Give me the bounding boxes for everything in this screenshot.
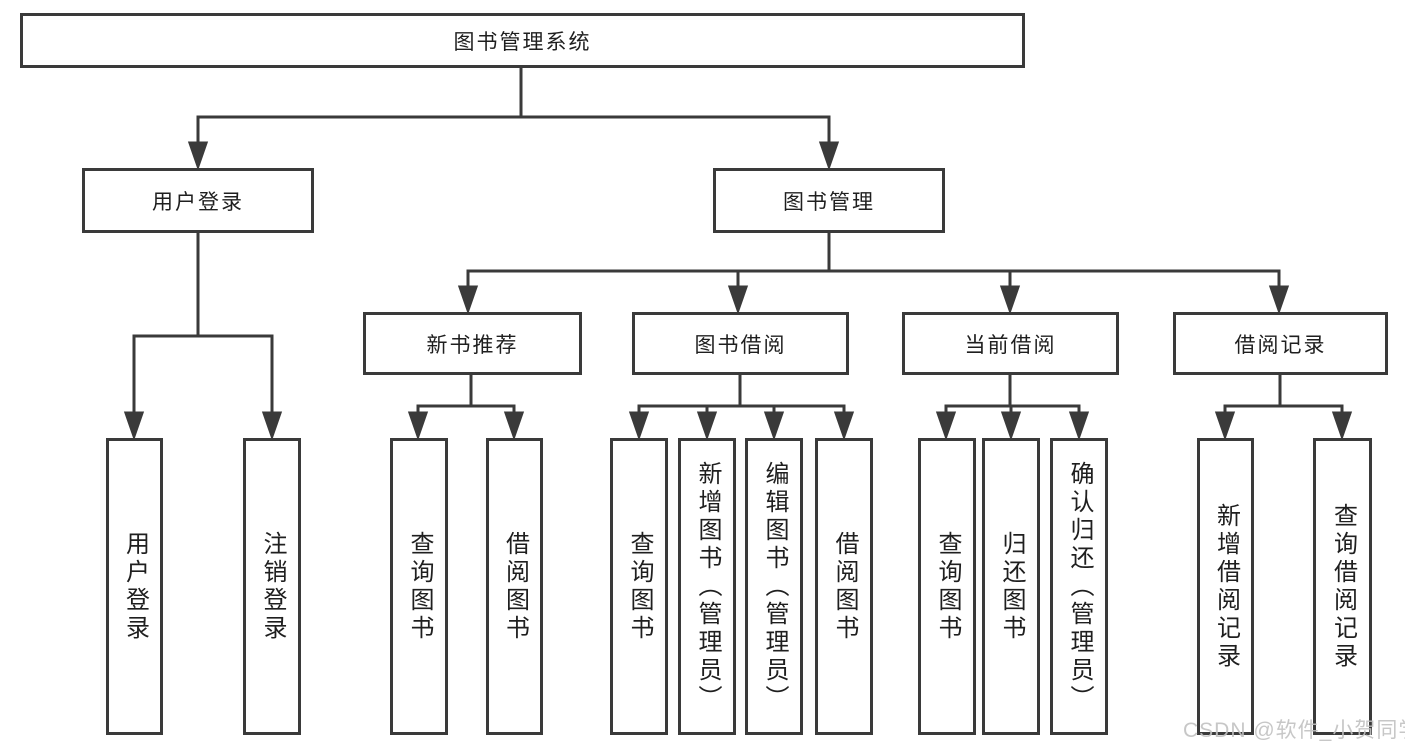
connector-group-book-management [457,233,1290,315]
node-new-book-recommendation: 新书推荐 [363,312,582,375]
connector-group-root [187,68,840,171]
node-user-login: 用户登录 [82,168,314,233]
node-current-borrowing-label: 当前借阅 [964,333,1057,357]
leaf-return-books-label: 归还图书 [998,530,1025,643]
node-book-management-label: 图书管理 [783,190,875,214]
connector-group-new-book [407,375,525,441]
leaf-user-login-label: 用户登录 [121,530,149,643]
node-root: 图书管理系统 [20,13,1025,68]
connector-group-borrowing-records [1214,375,1353,441]
leaf-add-borrow-record-label: 新增借阅记录 [1212,502,1240,671]
leaf-add-books-admin-label: 新增图书（管理员） [694,460,721,713]
csdn-watermark: CSDN @软件_小贺同学 [1183,719,1405,742]
leaf-confirm-return-admin-label: 确认归还（管理员） [1066,460,1093,713]
node-root-label: 图书管理系统 [453,30,592,54]
leaf-query-borrow-record: 查询借阅记录 [1313,438,1372,735]
leaf-edit-books-admin: 编辑图书（管理员） [745,438,803,735]
leaf-query-books-borrowing: 查询图书 [610,438,668,735]
node-current-borrowing: 当前借阅 [902,312,1119,375]
node-book-borrowing: 图书借阅 [632,312,849,375]
leaf-edit-books-admin-label: 编辑图书（管理员） [761,460,788,713]
leaf-return-books: 归还图书 [982,438,1040,735]
node-borrowing-records: 借阅记录 [1173,312,1388,375]
connector-group-book-borrowing [628,375,855,441]
connector-group-user-login [123,233,283,441]
leaf-query-books-recommend: 查询图书 [390,438,448,735]
leaf-borrow-books: 借阅图书 [815,438,873,735]
leaf-confirm-return-admin: 确认归还（管理员） [1050,438,1108,735]
leaf-add-books-admin: 新增图书（管理员） [678,438,736,735]
node-user-login-label: 用户登录 [152,190,244,214]
leaf-query-books-current-label: 查询图书 [934,530,961,643]
leaf-query-books-current: 查询图书 [918,438,976,735]
leaf-borrow-books-recommend-label: 借阅图书 [501,530,529,643]
leaf-query-borrow-record-label: 查询借阅记录 [1329,502,1357,671]
leaf-query-books-borrowing-label: 查询图书 [626,530,653,643]
connector-group-current-borrowing [935,375,1090,441]
leaf-user-login: 用户登录 [106,438,163,735]
node-borrowing-records-label: 借阅记录 [1234,333,1327,357]
leaf-borrow-books-recommend: 借阅图书 [486,438,543,735]
node-book-management: 图书管理 [713,168,945,233]
node-new-book-recommendation-label: 新书推荐 [426,333,519,357]
leaf-add-borrow-record: 新增借阅记录 [1197,438,1254,735]
leaf-query-books-recommend-label: 查询图书 [406,530,433,643]
leaf-logout: 注销登录 [243,438,301,735]
leaf-borrow-books-label: 借阅图书 [831,530,858,643]
node-book-borrowing-label: 图书借阅 [694,333,787,357]
leaf-logout-label: 注销登录 [259,530,286,643]
